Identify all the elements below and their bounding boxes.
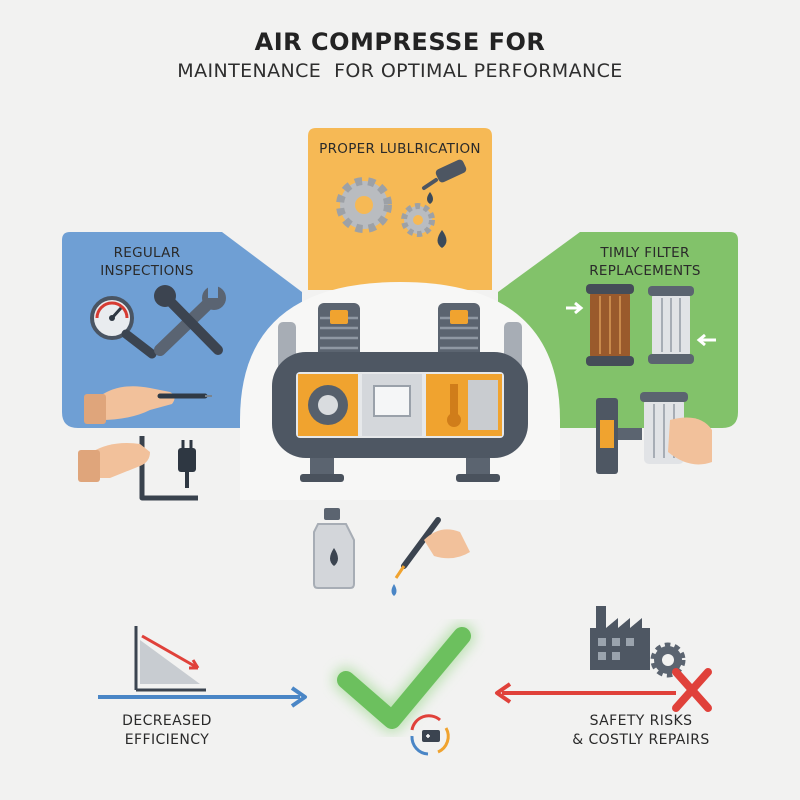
inspection-label: REGULAR INSPECTIONS	[72, 244, 222, 280]
oil-can-icon	[422, 159, 467, 190]
factory-icon	[590, 606, 650, 670]
inspection-label-line2: INSPECTIONS	[100, 263, 194, 279]
pressure-gauge-icon	[90, 296, 157, 359]
filter-label-line2: REPLACEMENTS	[589, 263, 701, 279]
right-arrow	[495, 682, 676, 704]
decreased-efficiency-line2: EFFICIENCY	[124, 732, 210, 748]
declining-chart-icon	[134, 626, 206, 692]
filter-label: TIMLY FILTER REPLACEMENTS	[560, 244, 730, 280]
wrench-icon	[154, 285, 226, 356]
safety-risks-line2: & COSTLY REPAIRS	[572, 732, 710, 748]
decreased-efficiency-label: DECREASED EFFICIENCY	[92, 712, 242, 750]
x-mark-icon	[672, 668, 712, 712]
safety-risks-line1: SAFETY RISKS	[589, 713, 693, 729]
left-arrow	[98, 686, 307, 708]
gear-icon	[650, 642, 686, 678]
safety-risks-label: SAFETY RISKS & COSTLY REPAIRS	[546, 712, 736, 750]
lubrication-label: PROPER LUBLRICATION	[319, 141, 481, 157]
hand-plug-icon	[78, 436, 198, 501]
inspection-label-line1: REGULAR	[113, 245, 181, 261]
hand-filter-icon	[596, 392, 712, 474]
dirty-filter-icon	[566, 284, 634, 366]
oil-drop-icon	[427, 192, 447, 248]
page-subtitle: MAINTENANCE FOR OPTIMAL PERFORMANCE	[177, 60, 623, 82]
dropper-hand-icon	[391, 517, 470, 596]
oil-bottle-icon	[313, 508, 355, 589]
checkmark-icon	[333, 623, 475, 733]
battery-cycle-icon	[410, 714, 450, 756]
compressor-icon	[272, 303, 528, 482]
hand-wire-icon	[84, 386, 212, 424]
gears-icon	[336, 177, 435, 237]
clean-filter-icon	[648, 286, 716, 364]
filter-label-line1: TIMLY FILTER	[600, 245, 690, 261]
decreased-efficiency-line1: DECREASED	[122, 713, 212, 729]
page-title: AIR COMPRESSE FOR	[254, 28, 546, 56]
